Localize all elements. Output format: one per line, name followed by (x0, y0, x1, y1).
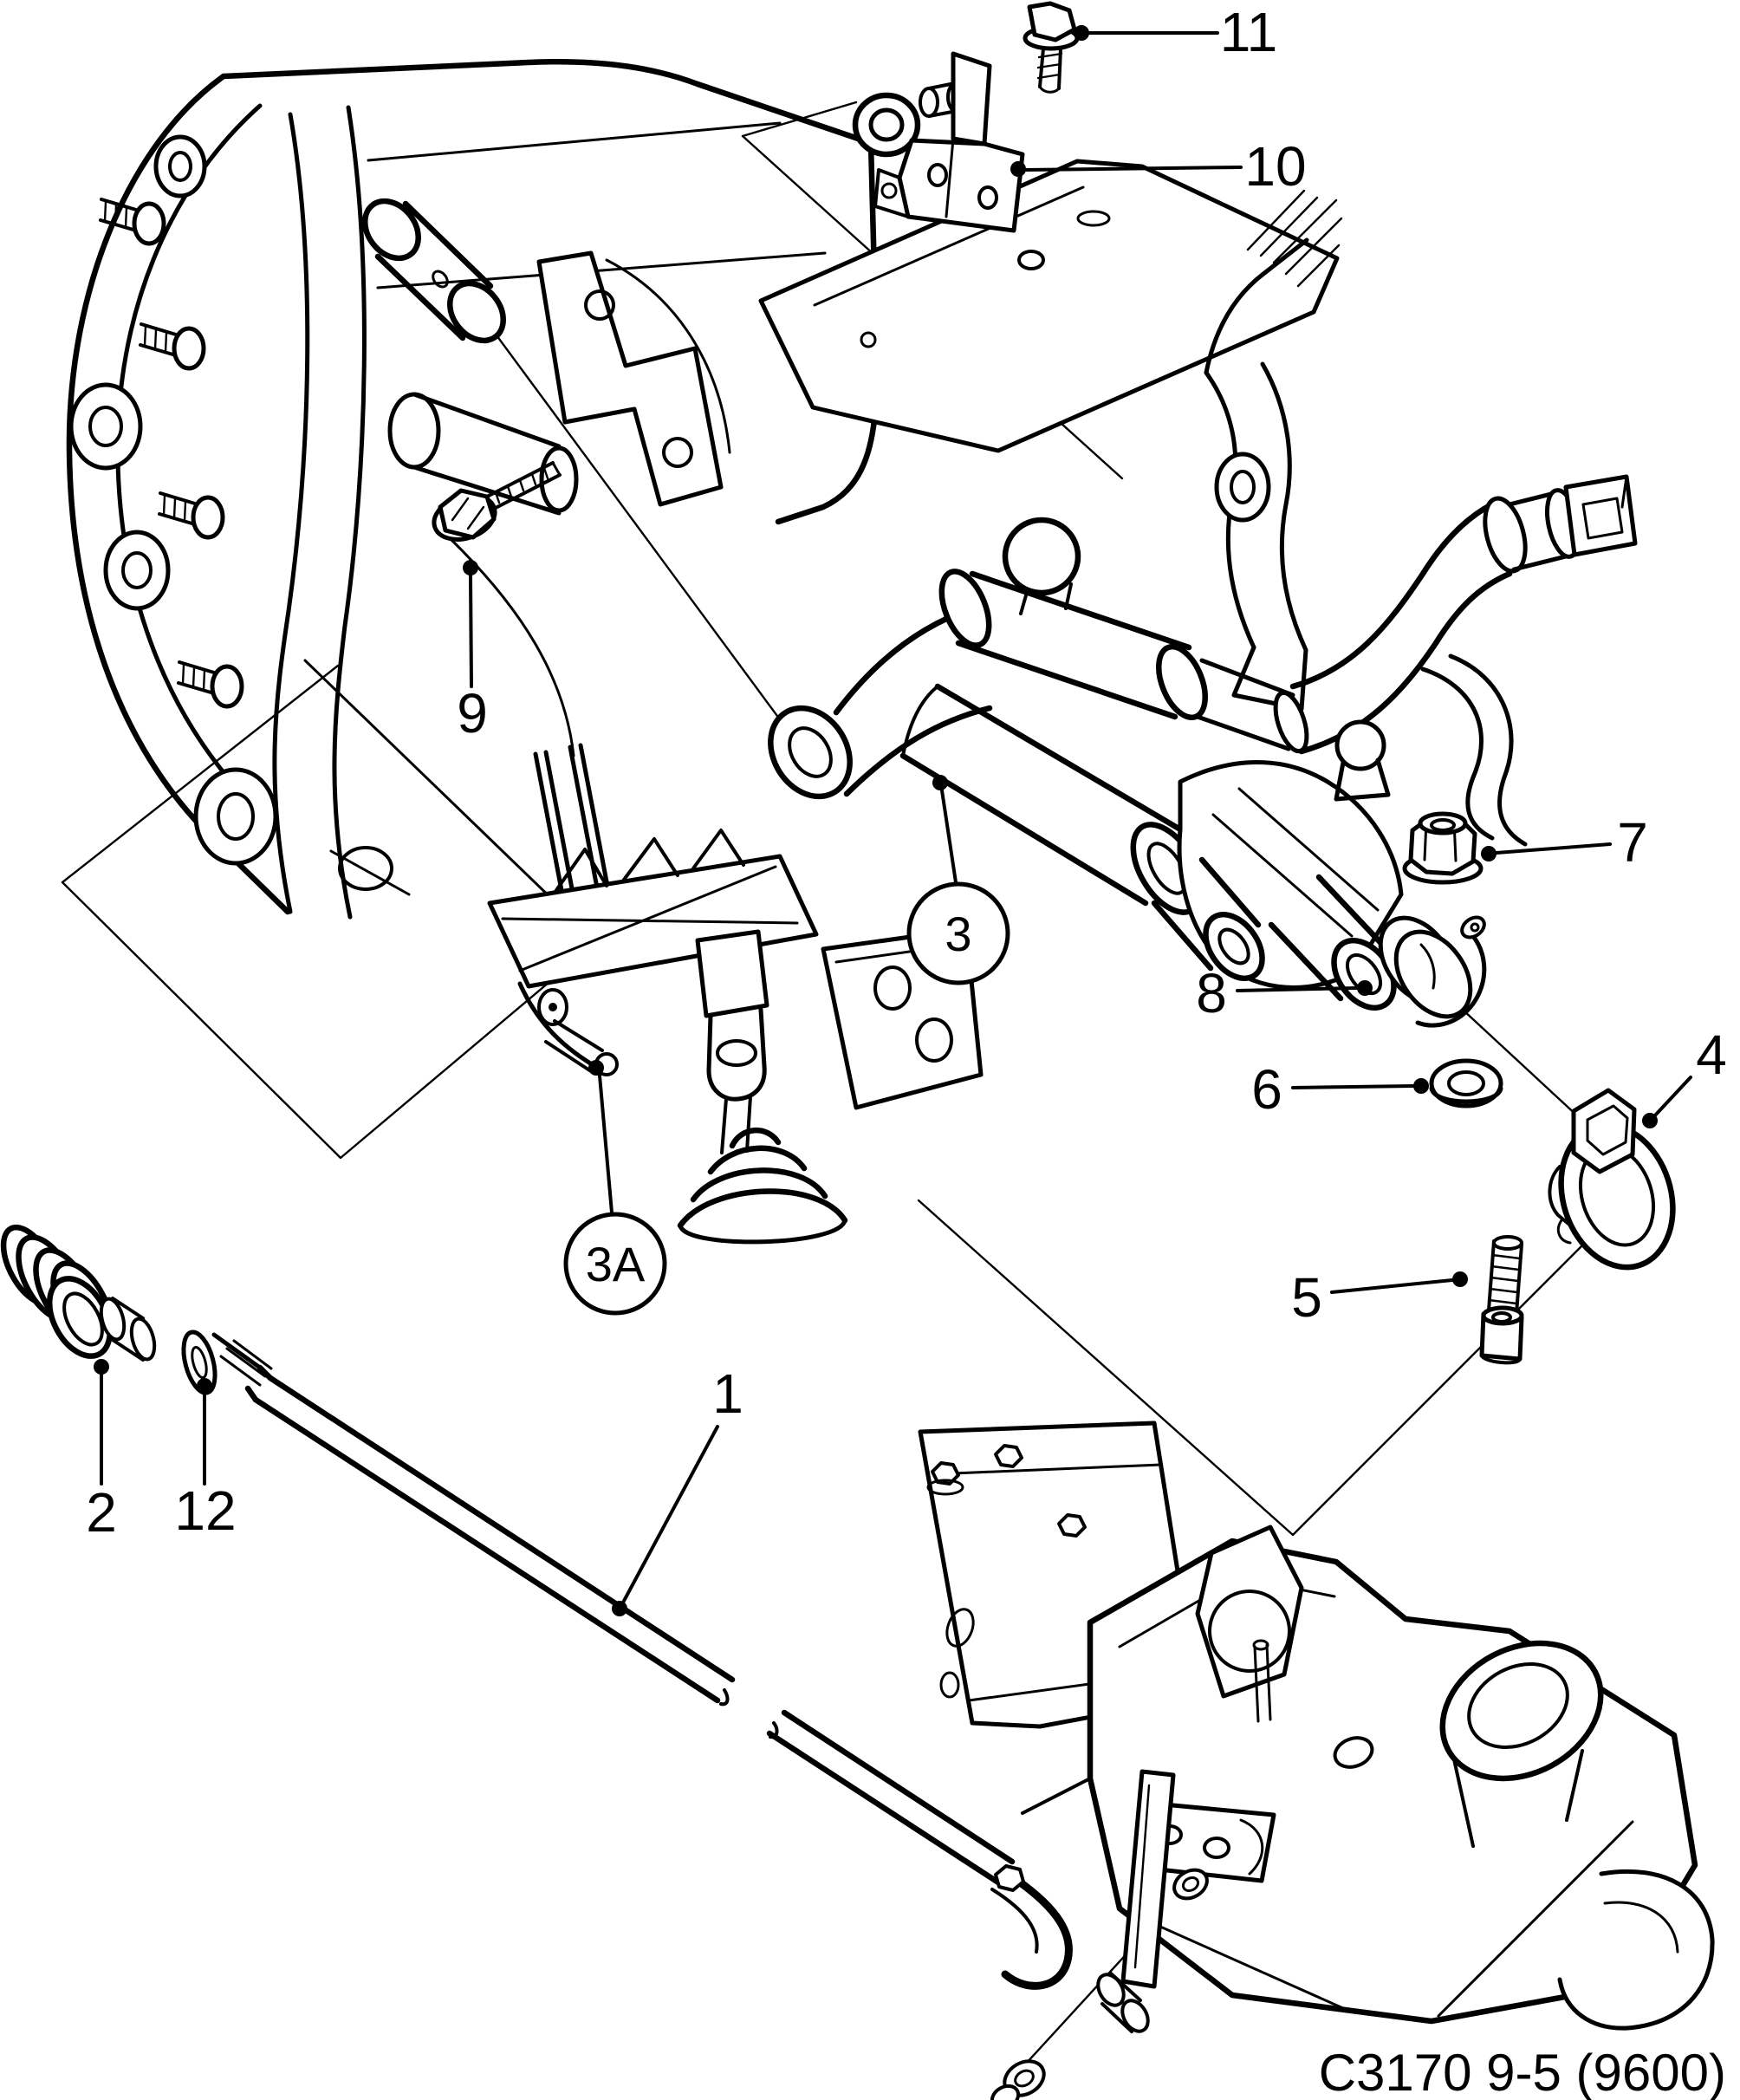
callout-12: 12 (174, 1378, 237, 1542)
leader-line (1236, 986, 1359, 992)
callout-label: 6 (1251, 1058, 1282, 1121)
callout-7: 7 (1481, 811, 1648, 874)
nut-7-part (1402, 811, 1484, 885)
leader-line (1652, 1076, 1692, 1118)
callout-label: 3 (945, 907, 971, 961)
callout-label: 3A (586, 1237, 646, 1291)
selector-pin (362, 198, 506, 344)
selector-assembly-3a (487, 743, 984, 1245)
callout-1: 1 (612, 1362, 743, 1616)
leader-dot (1642, 1113, 1658, 1128)
leader-line (1330, 1278, 1454, 1294)
leader-line (1495, 842, 1612, 855)
leader-dot (1452, 1271, 1468, 1287)
shift-linkage-3 (768, 474, 1638, 1011)
stud-bolts (99, 198, 244, 709)
subframe-arm (1204, 189, 1343, 712)
leader-dot (932, 775, 948, 790)
callout-8: 8 (1196, 962, 1373, 1024)
leader-dot (1357, 980, 1373, 996)
cover-4-part (1548, 1088, 1676, 1271)
callout-3A: 3A (563, 1060, 667, 1316)
leader-line (1291, 1084, 1415, 1089)
leader-dot (588, 1060, 604, 1076)
lever-stack (990, 1769, 1276, 2100)
callout-6: 6 (1251, 1058, 1429, 1121)
callout-label: 2 (86, 1481, 117, 1544)
leader-dot (463, 560, 478, 575)
figure-caption: C3170 9-5 (9600) (1319, 2044, 1726, 2100)
transmission-case (66, 58, 880, 920)
boot-2-part (0, 1224, 114, 1359)
leader-line (940, 789, 958, 884)
leader-dot (197, 1378, 212, 1394)
gear-shift-housing (918, 1421, 1715, 2031)
shift-rod-1 (211, 1332, 1073, 1990)
callout-label: 8 (1196, 962, 1227, 1024)
leader-dot (1074, 25, 1089, 41)
grommet-part (852, 92, 921, 158)
callout-circle (906, 881, 1010, 985)
callout-4: 4 (1642, 1024, 1727, 1128)
bushing-12-part (99, 1297, 218, 1395)
leader-dot (612, 1601, 627, 1616)
callout-3: 3 (906, 775, 1010, 985)
leader-dot (1010, 161, 1026, 177)
callout-9: 9 (457, 560, 488, 744)
callout-10: 10 (1010, 135, 1307, 198)
leader-dot (1481, 846, 1497, 861)
washer-6-part (1429, 1058, 1503, 1109)
callout-5: 5 (1291, 1266, 1468, 1329)
callout-label: 7 (1617, 811, 1648, 874)
leader-line (1024, 166, 1243, 172)
bolt-5-part (1479, 1235, 1524, 1365)
callout-11: 11 (1074, 1, 1277, 63)
callout-2: 2 (86, 1359, 117, 1544)
subframe-plate (758, 159, 1340, 453)
leader-line (621, 1425, 719, 1604)
callout-label: 5 (1291, 1266, 1322, 1329)
bolt-9-part (432, 461, 562, 542)
callout-label: 4 (1696, 1024, 1727, 1086)
callout-label: 11 (1220, 1, 1277, 63)
callout-label: 10 (1244, 135, 1306, 198)
leader-line (598, 1074, 614, 1214)
clamp-8-part (1378, 915, 1487, 1028)
mounting-bracket-10-part (873, 51, 1025, 233)
leader-dot (1413, 1078, 1429, 1094)
callout-circle (563, 1212, 667, 1316)
callout-label: 1 (712, 1362, 743, 1425)
leader-dot (94, 1359, 109, 1375)
callout-label: 9 (457, 682, 488, 744)
callout-label: 12 (174, 1479, 236, 1542)
bolt-11-part (1023, 1, 1080, 94)
